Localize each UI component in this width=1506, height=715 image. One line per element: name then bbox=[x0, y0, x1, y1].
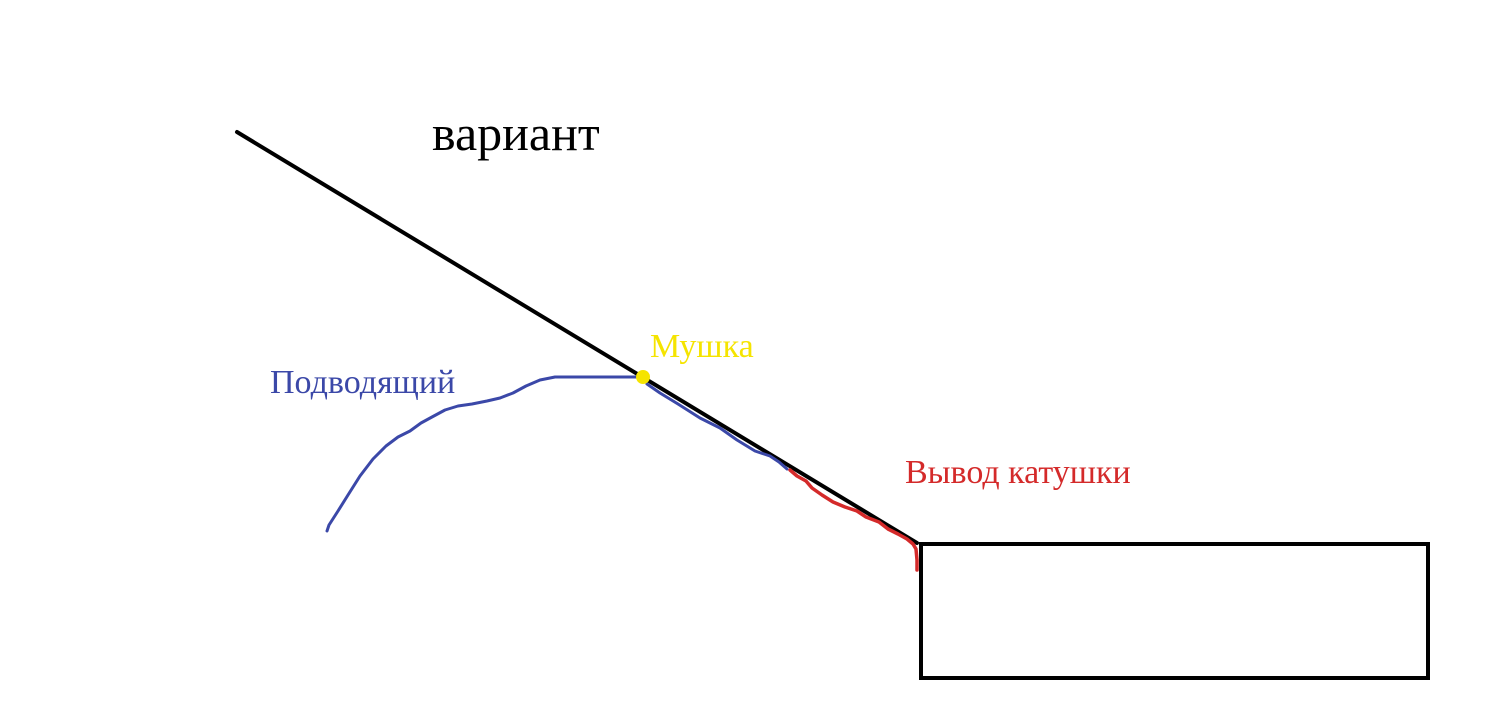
label-mushka: Мушка bbox=[650, 328, 754, 365]
main-line bbox=[235, 130, 919, 545]
coil-body-box bbox=[919, 542, 1430, 680]
label-podvodyashchiy: Подводящий bbox=[270, 364, 455, 401]
lead-wire-blue bbox=[325, 375, 789, 533]
diagram-title: вариант bbox=[432, 105, 600, 161]
label-vyvod-katushki: Вывод катушки bbox=[905, 454, 1131, 491]
coil-lead-red bbox=[788, 468, 919, 572]
front-sight-dot bbox=[636, 370, 650, 384]
